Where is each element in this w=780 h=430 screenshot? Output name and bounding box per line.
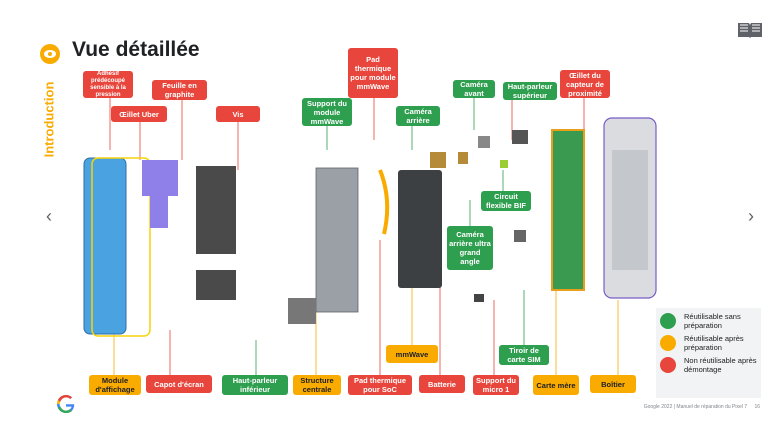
label-capot-ecran: Capot d'écran (146, 375, 212, 393)
green-dot-icon (660, 313, 676, 329)
label-module-affichage: Module d'affichage (89, 375, 141, 395)
page-number: 16 (754, 404, 760, 410)
red-dot-icon (660, 357, 676, 373)
label-tiroir-sim: Tiroir de carte SIM (499, 345, 549, 365)
legend: Réutilisable sans préparation Réutilisab… (656, 308, 761, 398)
next-slide-button[interactable]: › (748, 206, 754, 226)
page-title: Vue détaillée (72, 38, 200, 61)
legend-label: Réutilisable sans préparation (684, 312, 741, 330)
label-circuit-bif: Circuit flexible BIF (481, 191, 531, 211)
label-support-micro: Support du micro 1 (473, 375, 519, 395)
label-pad-soc: Pad thermique pour SoC (348, 375, 412, 395)
label-haut-parleur-inf: Haut-parleur inférieur (222, 375, 288, 395)
label-camera-ultra: Caméra arrière ultra grand angle (447, 226, 493, 270)
label-camera-arriere: Caméra arrière (396, 106, 440, 126)
label-mmwave: mmWave (386, 345, 438, 363)
footer: Google 2022 | Manuel de réparation du Pi… (644, 404, 760, 410)
legend-label: Non réutilisable après démontage (684, 356, 757, 374)
yellow-dot-icon (660, 335, 676, 351)
prev-slide-button[interactable]: ‹ (46, 206, 52, 226)
label-adhesif: Adhésif prédécoupé sensible à la pressio… (83, 71, 133, 98)
label-structure-centrale: Structure centrale (293, 375, 341, 395)
legend-item: Non réutilisable après démontage (660, 356, 757, 374)
label-camera-avant: Caméra avant (453, 80, 495, 98)
legend-label: Réutilisable après préparation (684, 334, 744, 352)
book-icon[interactable] (737, 21, 763, 39)
label-carte-mere: Carte mère (533, 375, 579, 395)
label-boitier: Boîtier (590, 375, 636, 393)
label-haut-parleur-sup: Haut-parleur supérieur (503, 82, 557, 100)
footer-text: Google 2022 | Manuel de réparation du Pi… (643, 404, 748, 410)
eye-icon (40, 44, 60, 64)
label-support-module: Support du module mmWave (302, 98, 352, 126)
label-feuille-graphite: Feuille en graphite (152, 80, 207, 100)
label-oeillet-capteur: Œillet du capteur de proximité (560, 70, 610, 98)
label-pad-thermique-module: Pad thermique pour module mmWave (348, 48, 398, 98)
label-batterie: Batterie (419, 375, 465, 393)
label-oeillet-uber: Œillet Uber (111, 106, 167, 122)
legend-item: Réutilisable sans préparation (660, 312, 757, 330)
label-vis: Vis (216, 106, 260, 122)
google-g-logo (55, 393, 77, 415)
legend-item: Réutilisable après préparation (660, 334, 757, 352)
